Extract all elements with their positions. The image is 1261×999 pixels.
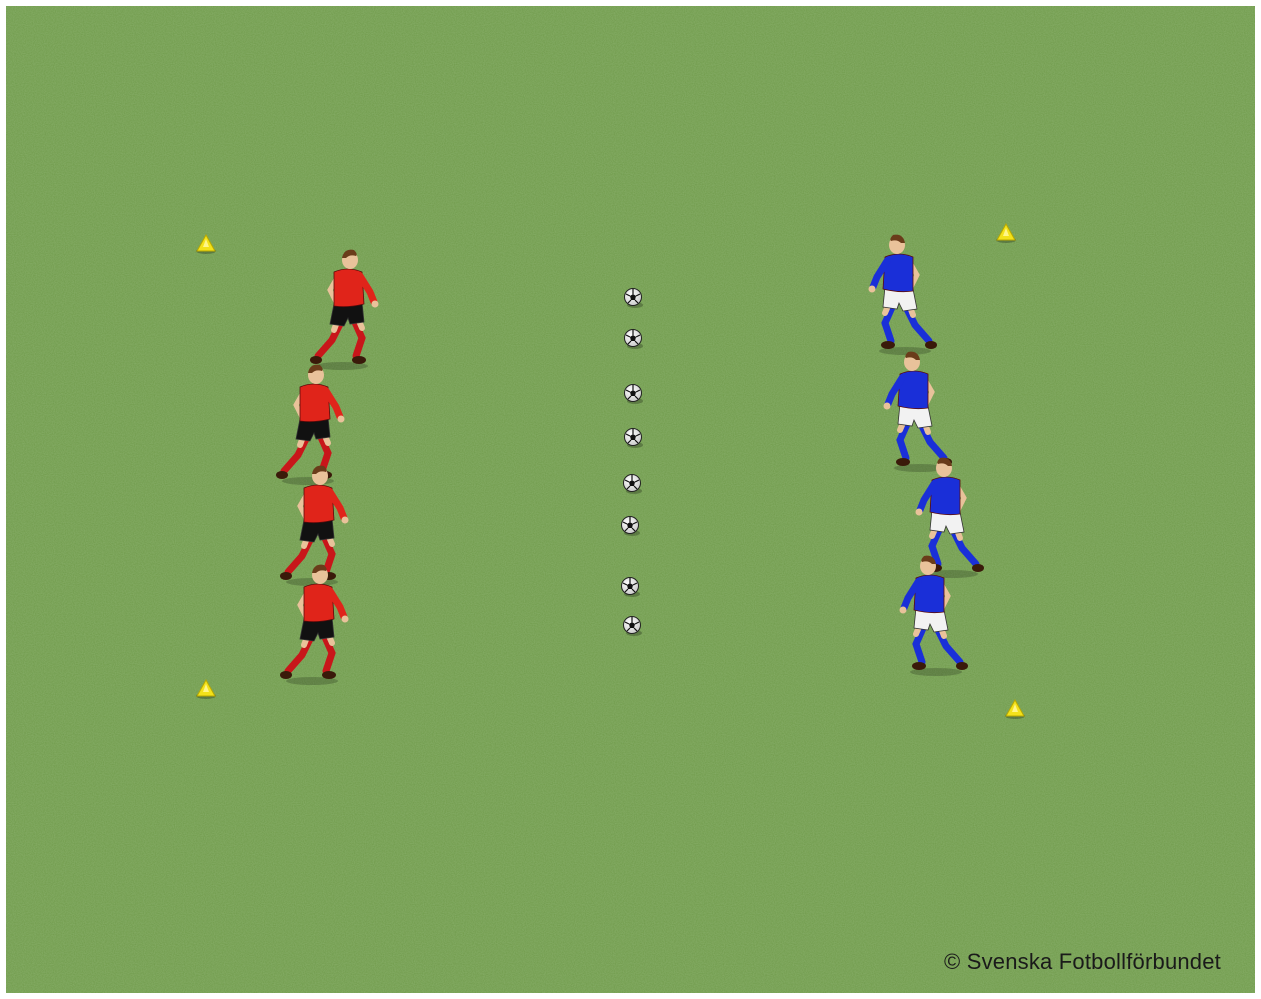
copyright-credit: © Svenska Fotbollförbundet	[944, 949, 1221, 975]
grass-texture	[6, 6, 1255, 993]
